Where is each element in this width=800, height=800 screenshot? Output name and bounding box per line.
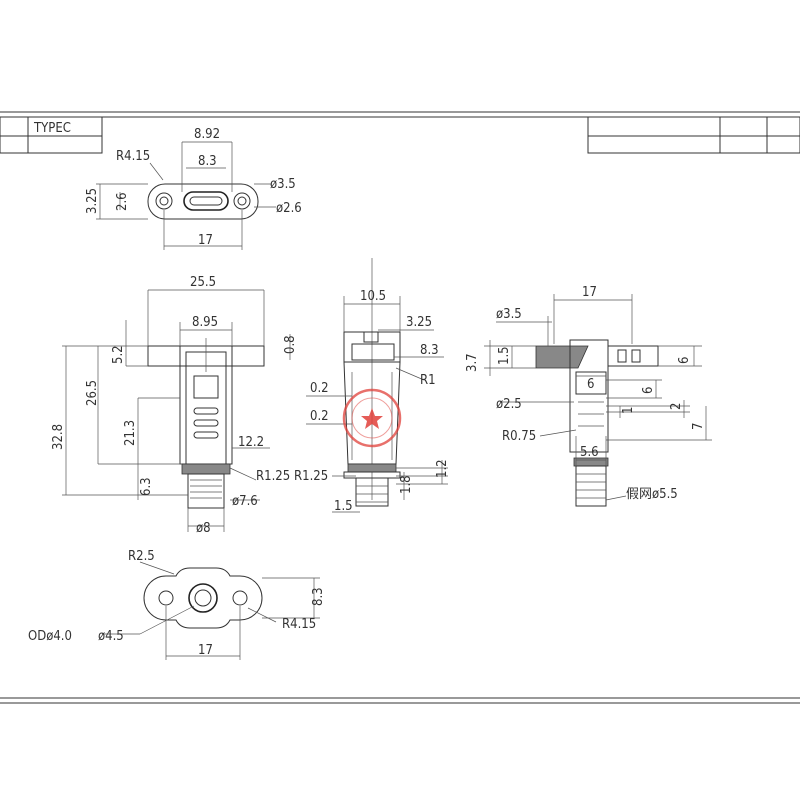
- dim-front-r125: R1.25: [256, 469, 290, 484]
- dim-front-52: 5.2: [111, 345, 126, 364]
- dim-side-02a: 0.2: [310, 381, 329, 396]
- company-stamp: [342, 388, 402, 448]
- dim-section-2: 2: [669, 403, 684, 410]
- dim-top-pitch: 17: [198, 233, 213, 248]
- dim-section-6b: 6: [587, 377, 594, 392]
- dim-front-328: 32.8: [51, 424, 66, 450]
- side-view: [306, 258, 448, 513]
- dim-section-15: 1.5: [497, 346, 512, 365]
- type-label: TYPEC: [33, 121, 71, 136]
- dim-side-r1: R1: [420, 373, 436, 388]
- dim-front-body-width: 8.95: [192, 315, 218, 330]
- front-view: [62, 289, 291, 532]
- star-icon: [361, 408, 383, 429]
- dim-side-02b: 0.2: [310, 409, 329, 424]
- dim-section-r075: R0.75: [502, 429, 536, 444]
- dim-side-r125: R1.25: [294, 469, 328, 484]
- bottom-view: [102, 561, 320, 660]
- dim-front-phi76: ø7.6: [232, 494, 258, 509]
- dim-bottom-r25: R2.5: [128, 549, 155, 564]
- dim-top-hole-inner: ø2.6: [276, 201, 302, 216]
- dim-section-phi35: ø3.5: [496, 307, 522, 322]
- dim-section-6c: 6: [641, 387, 656, 394]
- dim-front-flange-thk: 0.8: [283, 335, 298, 354]
- dim-section-7: 7: [691, 423, 706, 430]
- dim-front-63: 6.3: [139, 477, 154, 496]
- dim-top-inner: 8.3: [198, 154, 217, 169]
- dim-front-213: 21.3: [123, 420, 138, 446]
- dim-bottom-r415: R4.15: [282, 617, 316, 632]
- dim-top-height: 3.25: [85, 188, 100, 214]
- top-view: [96, 141, 276, 250]
- dim-section-note: 假网ø5.5: [626, 487, 678, 502]
- dim-front-flange-width: 25.5: [190, 275, 216, 290]
- dim-side-12: 1.2: [435, 459, 450, 478]
- dim-top-width: 8.92: [194, 127, 220, 142]
- dim-section-6a: 6: [677, 357, 692, 364]
- dim-side-18: 1.8: [399, 475, 414, 494]
- dim-side-15: 1.5: [334, 499, 353, 514]
- dim-front-265: 26.5: [85, 380, 100, 406]
- dim-bottom-17: 17: [198, 643, 213, 658]
- dim-section-37: 3.7: [465, 353, 480, 372]
- dim-front-122: 12.2: [238, 435, 264, 450]
- dim-side-83: 8.3: [420, 343, 439, 358]
- dim-section-56: 5.6: [580, 445, 599, 460]
- dim-side-105: 10.5: [360, 289, 386, 304]
- dim-side-325: 3.25: [406, 315, 432, 330]
- dim-bottom-phi45: ø4.5: [98, 629, 124, 644]
- dim-front-phi8: ø8: [196, 521, 211, 536]
- dim-section-phi25: ø2.5: [496, 397, 522, 412]
- dim-top-height-inner: 2.6: [115, 192, 130, 211]
- dim-top-hole-outer: ø3.5: [270, 177, 296, 192]
- dim-section-17: 17: [582, 285, 597, 300]
- dim-section-1: 1: [621, 407, 636, 414]
- drawing-frame: [0, 111, 800, 704]
- dim-bottom-83: 8.3: [311, 587, 326, 606]
- section-view: [484, 294, 712, 507]
- dim-bottom-od: ODø4.0: [28, 629, 72, 644]
- dim-top-radius: R4.15: [116, 149, 150, 164]
